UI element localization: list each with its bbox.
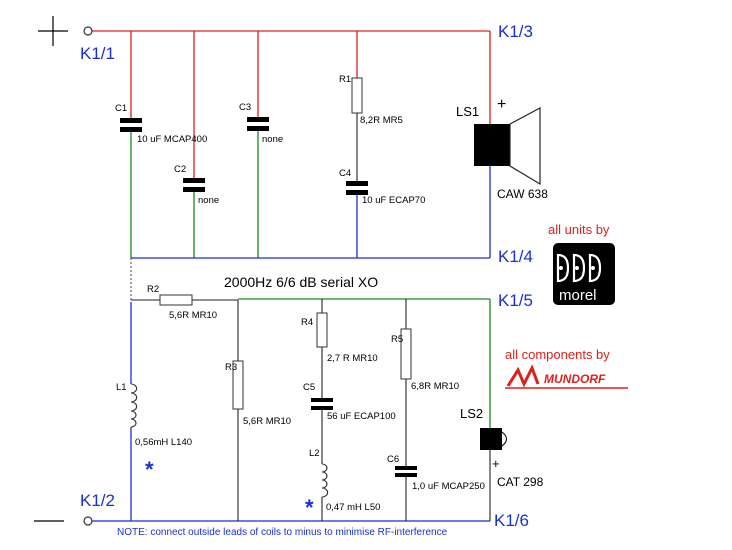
ls1-ref: LS1 <box>456 104 479 119</box>
mundorf-note: all components by <box>505 347 610 362</box>
mundorf-logo-text: MUNDORF <box>544 372 606 386</box>
capacitor-c1-icon <box>120 118 142 132</box>
capacitor-c4-icon <box>346 181 368 195</box>
ls2-model: CAT 298 <box>497 475 544 489</box>
c1-ref: C1 <box>115 103 127 114</box>
c6-ref: C6 <box>387 454 399 465</box>
terminal-label-k1-3: K1/3 <box>498 22 533 41</box>
capacitor-c6-icon <box>395 466 417 477</box>
c6-value: 1,0 uF MCAP250 <box>412 481 485 492</box>
c4-ref: C4 <box>339 168 351 179</box>
capacitor-c3-icon <box>247 117 269 131</box>
minus-sign-label: — <box>0 0 1 1</box>
terminal-k1-1-icon <box>83 26 93 36</box>
mundorf-logo: MUNDORF <box>505 364 628 389</box>
r5-ref: R5 <box>391 334 403 345</box>
terminal-label-k1-2: K1/2 <box>80 491 115 510</box>
c5-ref: C5 <box>303 382 315 393</box>
inductor-l1-icon <box>130 383 138 428</box>
capacitor-c5-icon <box>311 398 333 410</box>
loudspeaker-ls2-icon <box>480 428 508 450</box>
l2-value: 0,47 mH L50 <box>326 502 380 513</box>
c2-ref: C2 <box>174 164 186 175</box>
component-wires <box>131 113 491 521</box>
r1-ref: R1 <box>339 74 351 85</box>
r3-value: 5,6R MR10 <box>243 416 291 427</box>
c3-value: none <box>262 134 283 145</box>
capacitor-c2-icon <box>183 178 205 192</box>
morel-logo-text: morel <box>559 287 597 304</box>
plus-sign-icon <box>38 16 68 46</box>
coil-marker-l1: * <box>145 457 154 482</box>
terminal-label-k1-4: K1/4 <box>498 247 533 266</box>
l1-ref: L1 <box>116 382 127 393</box>
morel-note: all units by <box>548 222 610 237</box>
c4-value: 10 uF ECAP70 <box>362 195 425 206</box>
l2-ref: L2 <box>309 448 320 459</box>
resistor-r5-icon <box>400 328 412 380</box>
inductor-l2-icon <box>321 463 329 498</box>
terminal-label-k1-6: K1/6 <box>494 511 529 530</box>
coil-marker-l2: * <box>305 495 314 520</box>
loudspeaker-ls1-icon <box>474 107 541 186</box>
l1-value: 0,56mH L140 <box>135 437 192 448</box>
resistor-r2-icon <box>159 294 193 306</box>
c1-value: 10 uF MCAP400 <box>137 134 207 145</box>
negative-wires <box>92 166 491 522</box>
resistor-r1-icon <box>351 77 363 114</box>
terminal-label-k1-5: K1/5 <box>498 291 533 310</box>
c5-value: 56 uF ECAP100 <box>327 411 396 422</box>
c2-value: none <box>198 195 219 206</box>
r2-value: 5,6R MR10 <box>169 310 217 321</box>
ls2-ref: LS2 <box>460 406 483 421</box>
c3-ref: C3 <box>239 102 251 113</box>
morel-logo: morel <box>553 243 615 305</box>
positive-rail <box>92 30 491 178</box>
crossover-title: 2000Hz 6/6 dB serial XO <box>224 274 378 290</box>
resistor-r4-icon <box>316 312 328 348</box>
resistor-r3-icon <box>232 360 244 410</box>
footnote: NOTE: connect outside leads of coils to … <box>117 527 448 538</box>
r1-value: 8,2R MR5 <box>360 115 403 126</box>
r5-value: 6,8R MR10 <box>411 381 459 392</box>
r3-ref: R3 <box>225 362 237 373</box>
terminal-k1-2-icon <box>83 516 93 526</box>
terminal-label-k1-1: K1/1 <box>80 44 115 63</box>
r4-value: 2,7 R MR10 <box>327 353 378 364</box>
ls2-polarity: + <box>492 456 500 471</box>
tweeter-return-wires <box>130 131 491 428</box>
r2-ref: R2 <box>147 284 159 295</box>
ls1-polarity: + <box>497 96 506 113</box>
r4-ref: R4 <box>301 317 313 328</box>
ls1-model: CAW 638 <box>497 187 548 201</box>
